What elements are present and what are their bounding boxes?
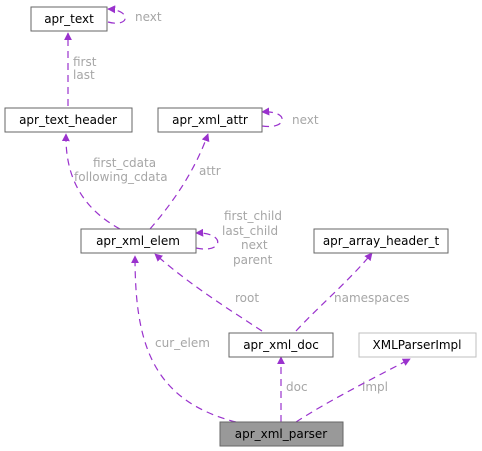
label-elem-last-child: last_child [222, 224, 278, 238]
node-apr-xml-attr[interactable]: apr_xml_attr [157, 107, 263, 133]
node-apr-xml-attr-label: apr_xml_attr [172, 113, 248, 127]
edge-apr-text-next [107, 5, 126, 24]
label-header-first: first [73, 55, 97, 69]
node-xmlparserimpl[interactable]: XMLParserImpl [358, 332, 477, 358]
node-apr-text[interactable]: apr_text [30, 6, 108, 32]
label-elem-next: next [241, 238, 268, 252]
node-apr-xml-parser[interactable]: apr_xml_parser [219, 421, 344, 447]
edges [61, 5, 411, 423]
label-parser-cur-elem: cur_elem [155, 336, 210, 350]
label-header-last: last [73, 68, 95, 82]
label-doc-root: root [235, 291, 259, 305]
edge-doc-to-elem [154, 253, 263, 332]
label-elem-parent: parent [233, 253, 273, 267]
edge-elem-to-attr [149, 133, 210, 230]
label-elem-following-cdata: following_cdata [74, 170, 168, 184]
node-apr-text-label: apr_text [44, 12, 94, 26]
label-text-next: next [135, 10, 162, 24]
node-xmlparserimpl-label: XMLParserImpl [373, 338, 462, 352]
nodes: apr_text apr_text_header apr_xml_attr ap… [4, 6, 477, 447]
node-apr-xml-elem[interactable]: apr_xml_elem [80, 228, 197, 254]
label-elem-attr: attr [199, 164, 221, 178]
edge-parser-to-elem [131, 255, 237, 423]
edge-doc-to-array-header [295, 252, 373, 332]
node-apr-text-header-label: apr_text_header [19, 113, 117, 127]
label-parser-doc: doc [286, 380, 308, 394]
edge-parser-to-impl [295, 358, 411, 423]
edge-elem-to-text-header [61, 133, 121, 230]
label-attr-next: next [292, 113, 319, 127]
label-parser-impl: impl [362, 380, 388, 394]
edge-elem-self-loop [195, 228, 219, 250]
label-doc-namespaces: namespaces [334, 291, 410, 305]
node-apr-array-header-t-label: apr_array_header_t [323, 234, 440, 248]
node-apr-array-header-t[interactable]: apr_array_header_t [313, 228, 449, 254]
node-apr-xml-doc[interactable]: apr_xml_doc [228, 332, 334, 358]
edge-apr-xml-attr-next [261, 107, 283, 128]
label-elem-first-child: first_child [224, 209, 282, 223]
node-apr-xml-doc-label: apr_xml_doc [243, 338, 319, 352]
edge-labels: next first last next first_cdata followi… [73, 10, 410, 394]
node-apr-text-header[interactable]: apr_text_header [4, 107, 133, 133]
node-apr-xml-parser-label: apr_xml_parser [235, 427, 328, 441]
node-apr-xml-elem-label: apr_xml_elem [96, 234, 180, 248]
label-elem-first-cdata: first_cdata [93, 156, 156, 170]
